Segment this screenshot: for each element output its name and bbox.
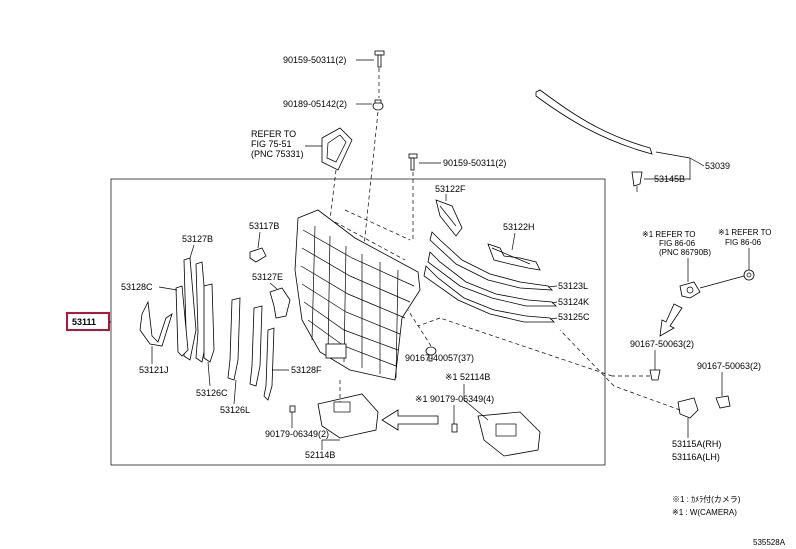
part-53125C-icon [423, 265, 555, 323]
bolt-top-icon [374, 50, 385, 68]
part-53126L-icon [227, 297, 263, 387]
arrow-down-icon [659, 303, 683, 337]
part-label-90179-right: ※1 90179-06349(4) [415, 394, 494, 404]
part-label-90167-37: 90167-40057(37) [405, 353, 474, 363]
screw-right-icon [649, 369, 661, 381]
refer-note-2b: FIG 86-06 [659, 239, 696, 248]
emblem-icon [321, 127, 353, 171]
part-label-53124K: 53124K [558, 297, 589, 307]
part-53127E-icon [269, 287, 291, 319]
clip-nut-icon [372, 99, 384, 111]
refer-note-1b: FIG 75-51 [251, 139, 292, 149]
refer-note-2c: (PNC 86790B) [659, 248, 711, 257]
note-camera-en: ※1 : W(CAMERA) [672, 508, 737, 517]
part-53145B-clip-icon [631, 171, 643, 192]
refer-note-2a: ※1 REFER TO [642, 230, 696, 239]
part-label-90179-left: 90179-06349(2) [265, 429, 329, 439]
sensor-connector-left-icon [679, 281, 701, 299]
part-53122H-icon [487, 243, 541, 271]
part-label-52114B-top: ※1 52114B [445, 372, 490, 382]
part-53124K-icon [427, 251, 557, 307]
part-label-53121J: 53121J [139, 365, 169, 375]
part-label-90159-mid: 90159-50311(2) [443, 158, 506, 168]
part-label-53123L: 53123L [558, 281, 588, 291]
part-label-53122H: 53122H [503, 222, 535, 232]
part-label-52114B-bottom: 52114B [305, 450, 335, 460]
part-53117B-icon [249, 247, 267, 263]
part-53121J-icon [139, 300, 173, 347]
part-label-53127E: 53127E [252, 272, 283, 282]
part-label-90167-2-right: 90167-50063(2) [697, 361, 761, 371]
part-53128C-icon [175, 285, 189, 357]
direction-arrow-icon [381, 409, 439, 431]
part-label-53126C: 53126C [196, 388, 228, 398]
part-label-53111: 53111 [72, 317, 96, 327]
part-label-53122F: 53122F [435, 184, 466, 194]
part-label-53127B: 53127B [182, 234, 213, 244]
part-label-53128F: 53128F [291, 365, 322, 375]
part-53126C-icon [203, 283, 215, 363]
figure-id: 535528A [753, 538, 786, 547]
refer-note-1c: (PNC 75331) [251, 149, 304, 159]
refer-note-3b: FIG 86-06 [725, 238, 762, 247]
screw-icon [425, 346, 437, 362]
sensor-connector-right-icon [743, 269, 755, 281]
part-53128F-icon [263, 327, 275, 401]
bolt-mid-icon [408, 153, 418, 171]
part-label-90189: 90189-05142(2) [283, 99, 347, 109]
part-53111-callout[interactable]: 53111 [66, 312, 111, 331]
part-label-53117B: 53117B [249, 221, 279, 231]
part-53122F-icon [435, 199, 463, 237]
part-label-53125C: 53125C [558, 312, 590, 322]
part-53115A-sensor-icon [677, 395, 731, 419]
part-label-53115A: 53115A(RH) [672, 439, 721, 449]
refer-note-3a: ※1 REFER TO [718, 228, 772, 237]
part-label-90167-2-left: 90167-50063(2) [630, 339, 694, 349]
part-52114B-bracket-icon [317, 393, 379, 439]
part-53039-seal-icon [535, 89, 653, 155]
part-53111-highlight-box [66, 312, 110, 331]
note-camera-jp: ※1 : ｶﾒﾗ付(カメラ) [672, 494, 741, 504]
part-53123L-icon [429, 231, 554, 291]
refer-note-1a: REFER TO [251, 129, 296, 139]
part-label-90159-top: 90159-50311(2) [283, 55, 346, 65]
part-label-53039: 53039 [705, 161, 730, 171]
part-label-53116A: 53116A(LH) [672, 452, 720, 462]
part-label-53128C: 53128C [121, 282, 153, 292]
part-label-53126L: 53126L [220, 405, 250, 415]
part-52114B-camera-bracket-icon [477, 411, 541, 457]
radiator-grille-body [294, 209, 421, 381]
